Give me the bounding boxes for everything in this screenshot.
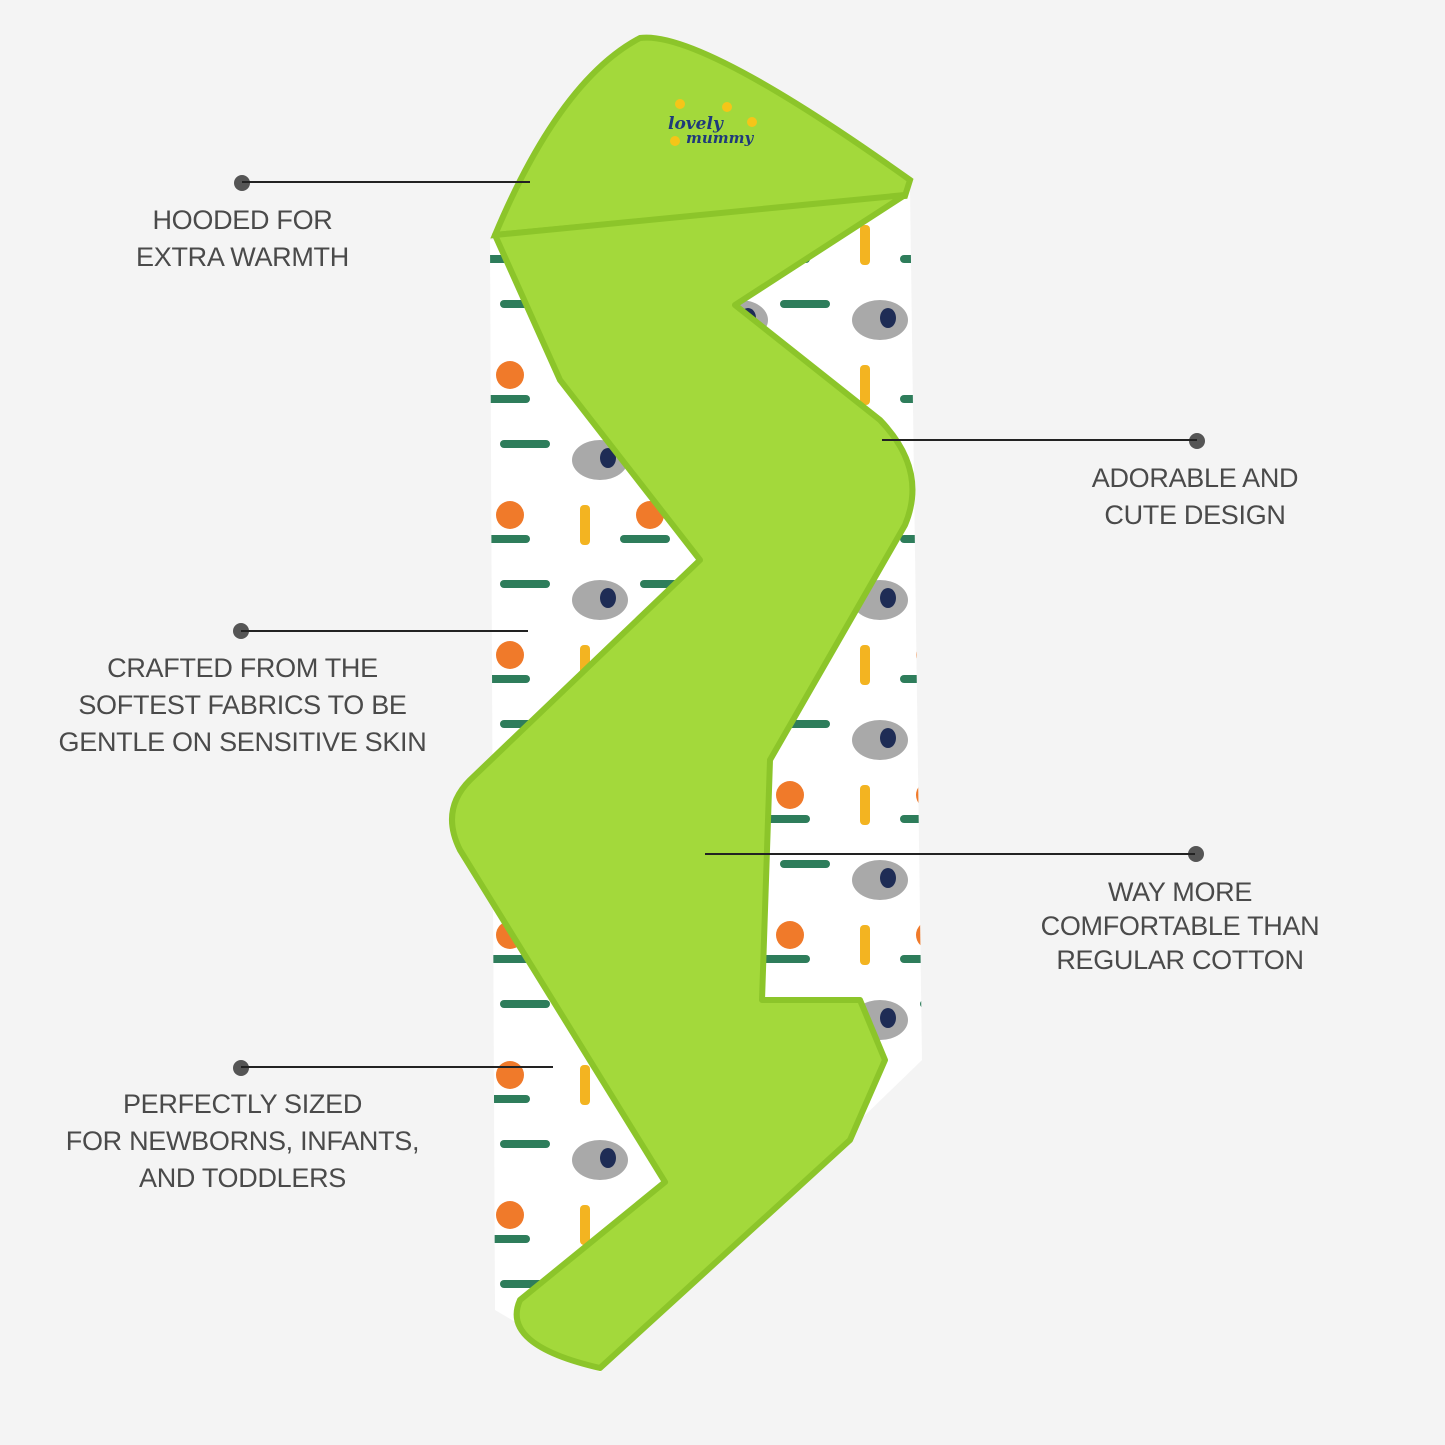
callout-dot <box>233 1060 249 1076</box>
callout-fabric: CRAFTED FROM THE SOFTEST FABRICS TO BE G… <box>58 653 427 757</box>
svg-text:mummy: mummy <box>686 129 755 147</box>
callout-line <box>241 630 528 632</box>
callout-hood: HOODED FOR EXTRA WARMTH <box>136 205 349 272</box>
callout-line <box>705 853 1195 855</box>
callout-dot <box>1189 433 1205 449</box>
callout-line <box>242 181 530 183</box>
callout-size: PERFECTLY SIZED FOR NEWBORNS, INFANTS, A… <box>65 1089 420 1193</box>
hood <box>490 34 914 239</box>
svg-text:lovely: lovely <box>668 114 724 134</box>
callout-dot <box>1188 846 1204 862</box>
green-panel <box>449 192 916 1371</box>
callout-line <box>882 439 1197 441</box>
callout-design: ADORABLE AND CUTE DESIGN <box>1091 463 1299 530</box>
callout-line <box>241 1066 553 1068</box>
callout-dot <box>234 175 250 191</box>
brand-logo: lovely mummy <box>668 99 757 147</box>
callout-comfort: WAY MORE COMFORTABLE THAN REGULAR COTTON <box>1040 877 1320 975</box>
